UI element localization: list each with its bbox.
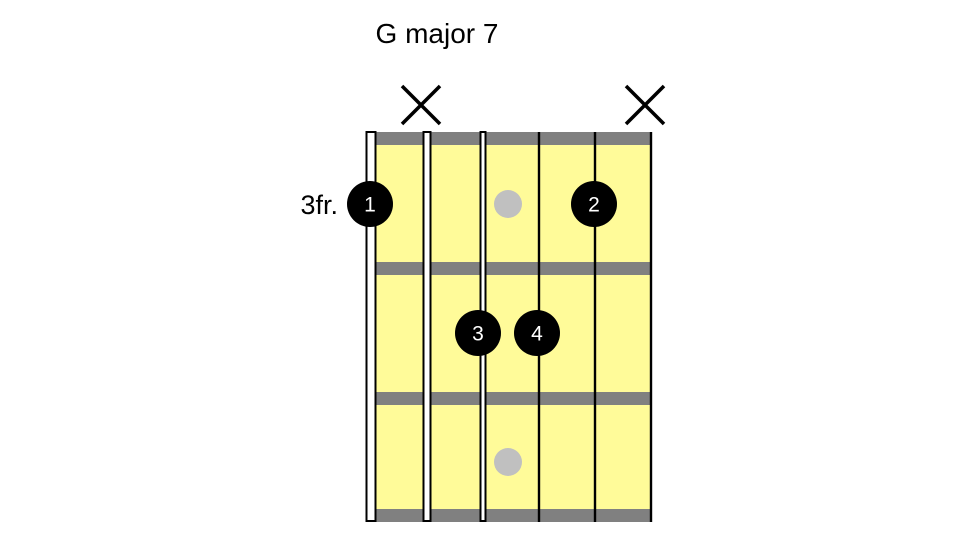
finger-number: 2	[588, 194, 600, 217]
finger-number: 3	[472, 323, 484, 346]
fret-bar	[367, 262, 652, 275]
finger-number: 4	[531, 323, 543, 346]
chord-title: G major 7	[376, 18, 499, 49]
finger-dot: 4	[514, 310, 560, 356]
muted-string-x-icon	[624, 84, 666, 126]
muted-string-x-icon	[400, 84, 442, 126]
string-2	[422, 131, 432, 522]
finger-number: 1	[364, 194, 376, 217]
string-6	[649, 132, 653, 522]
finger-dot: 2	[571, 181, 617, 227]
fret-bar	[367, 132, 652, 145]
string-1	[365, 131, 377, 522]
finger-dot: 1	[347, 181, 393, 227]
fret-bar	[367, 509, 652, 522]
fret-bar	[367, 392, 652, 405]
finger-dot: 3	[455, 310, 501, 356]
string-5	[593, 132, 597, 522]
fret-inlay-dot	[494, 190, 522, 218]
fret-position-label: 3fr.	[300, 190, 338, 220]
fret-inlay-dot	[494, 448, 522, 476]
